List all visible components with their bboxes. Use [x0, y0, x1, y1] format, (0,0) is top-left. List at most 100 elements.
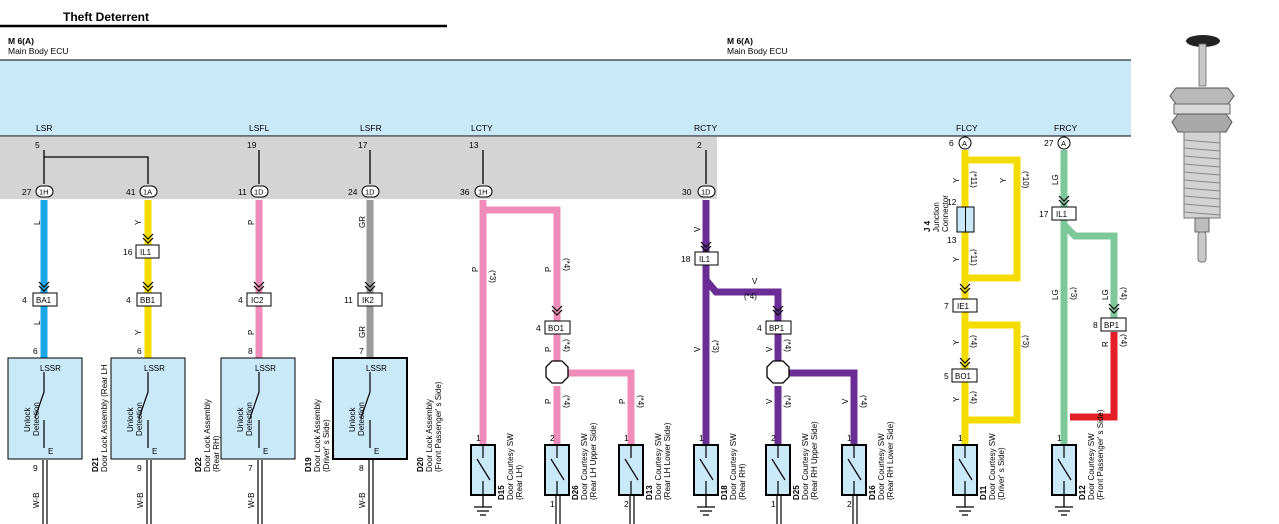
svg-text:IL1: IL1: [699, 255, 711, 264]
switch-contact: [550, 445, 565, 495]
col-lg-1: LG: [1051, 174, 1060, 185]
note-p-branch: (*4): [562, 258, 571, 271]
switch-sub: (Rear RH Upper Side): [810, 421, 819, 500]
col-y-7: Y: [952, 396, 961, 402]
ecu-pin-frcy: 27: [1044, 138, 1054, 148]
lock-code: D21: [91, 457, 100, 472]
svg-text:1A: 1A: [143, 188, 152, 197]
connector-band: [0, 137, 717, 199]
switch-pin: 2: [550, 433, 555, 443]
svg-text:BA1: BA1: [36, 296, 52, 305]
switch-name: Door Courtesy SW: [506, 433, 515, 500]
lock-terminal-lssr: LSSR: [255, 364, 276, 373]
switch-code: D25: [792, 485, 801, 500]
lock-pin-top: 8: [248, 346, 253, 356]
col-lg-3: LG: [1101, 289, 1110, 300]
switch-lead: [555, 496, 561, 524]
conn-il1-rear-rh: IL1 16: [123, 233, 160, 259]
switch-contact: [847, 445, 862, 495]
switch-name: Door Courtesy SW: [988, 433, 997, 500]
switch-sub: (Rear LH Upper Side): [589, 422, 598, 500]
signal-flcy: FLCY: [956, 123, 978, 133]
svg-text:IL1: IL1: [1056, 210, 1068, 219]
conn-ic2: IC2 4: [238, 281, 272, 307]
switch-lead: [629, 496, 635, 524]
switch-code: D18: [720, 485, 729, 500]
switch-code: D16: [868, 485, 877, 500]
conn-bo1-lcty: BO1 4: [536, 305, 571, 335]
ecu-body: [0, 60, 1131, 136]
note-p-d13: (*4): [636, 395, 645, 408]
svg-text:8: 8: [1093, 320, 1098, 330]
svg-text:IL1: IL1: [140, 248, 152, 257]
svg-text:IC2: IC2: [251, 296, 264, 305]
note-p-bo1: (*4): [562, 339, 571, 352]
note-y-11b: (*11): [969, 249, 978, 266]
switch-contact: [624, 445, 639, 495]
junction-name-line2: Connector: [941, 195, 950, 232]
diagram-title: Theft Deterrent: [63, 10, 149, 24]
svg-text:1D: 1D: [701, 188, 711, 197]
switch-pin: 1: [958, 433, 963, 443]
svg-text:36: 36: [460, 187, 470, 197]
col-gr-2: GR: [358, 326, 367, 338]
wire-p-d13: [568, 369, 635, 445]
svg-text:IK2: IK2: [362, 296, 375, 305]
note-v-branch: (*4): [744, 292, 757, 301]
ecu-right-name: Main Body ECU: [727, 46, 787, 56]
note-p-d26: (*4): [562, 395, 571, 408]
switch-pin: 2: [771, 433, 776, 443]
col-p-5: P: [544, 347, 553, 352]
svg-text:41: 41: [126, 187, 136, 197]
switch-pin: 1: [476, 433, 481, 443]
lock-terminal-e: E: [48, 447, 53, 456]
wire-lsr-branch: [44, 156, 149, 184]
switch-sub: (Rear RH Lower Side): [886, 421, 895, 500]
note-y-4a: (*4): [969, 335, 978, 348]
ground-symbol: [474, 495, 492, 516]
note-y-3: (*3): [1021, 335, 1030, 348]
wire-y-flcy-loop-lower: [965, 321, 1021, 424]
connector-a-mark-flcy: [958, 136, 972, 150]
lock-detect-2: Detection: [32, 402, 41, 436]
svg-text:J 4: J 4: [923, 220, 932, 232]
lock-name: Door Lock Assembly: [203, 399, 212, 472]
switch-code: D13: [645, 485, 654, 500]
col-v-6: V: [841, 398, 850, 404]
switch-pin: 1: [1057, 433, 1062, 443]
col-v-4: V: [765, 346, 774, 352]
ecu-pin-lcty: 13: [469, 140, 479, 150]
connector-pills: 1H 27 1A 41 1D 11 1D 24 1H 36 1D 30: [22, 185, 716, 198]
lock-terminal-lssr: LSSR: [366, 364, 387, 373]
svg-text:BP1: BP1: [769, 324, 785, 333]
note-y-4b: (*4): [969, 391, 978, 404]
lock-sub: (Front Passenger' s Side): [434, 381, 443, 472]
wire-r-passenger: [1070, 332, 1118, 421]
switch-contact: [958, 445, 973, 495]
lock-name: Door Lock Assembly: [313, 399, 322, 472]
col-w-b: W-B: [358, 493, 367, 508]
conn-bp1-rcty: BP1 4: [757, 305, 792, 335]
note-v-main: (*3): [711, 340, 720, 353]
lock-terminal-e: E: [263, 447, 268, 456]
switch-lead: [776, 496, 782, 524]
ground-symbol: [1055, 495, 1073, 516]
connector-boxes: IL1 16 IL1 18 IL1 17 BA1 4 BB1 4: [22, 195, 1127, 383]
lock-pin-bottom: 8: [359, 463, 364, 473]
col-y-1: Y: [134, 219, 143, 225]
col-w-b: W-B: [32, 493, 41, 508]
col-lg-2: LG: [1051, 289, 1060, 300]
col-p-7: P: [618, 399, 627, 404]
wire-p-lcty-branch: [483, 206, 561, 372]
ecu-right-code: M 6(A): [727, 36, 753, 46]
svg-text:1H: 1H: [39, 188, 49, 197]
signal-lsfl: LSFL: [249, 123, 270, 133]
lock-detect-1: Unlock: [23, 407, 32, 432]
